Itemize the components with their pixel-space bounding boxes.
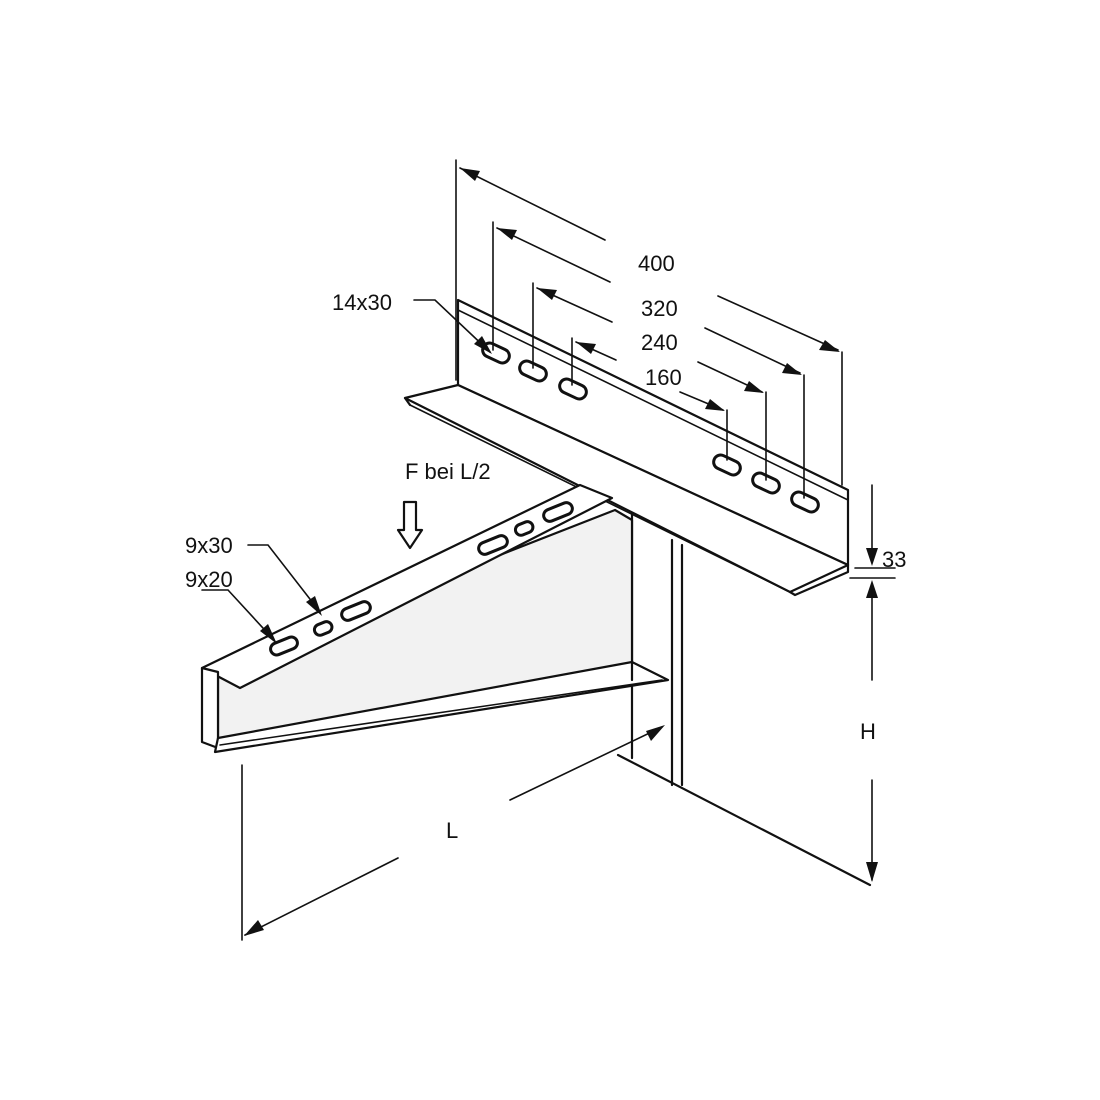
arm-slot-9x30 bbox=[340, 600, 372, 622]
dim-line-l-b bbox=[509, 726, 663, 801]
dim-line-400-b bbox=[717, 295, 839, 351]
arrow-head bbox=[244, 920, 264, 936]
arrow-head bbox=[866, 548, 878, 566]
arrow-head bbox=[866, 862, 878, 882]
arrow-head bbox=[744, 381, 764, 393]
arm-slot-9x30 bbox=[477, 534, 509, 556]
arm-bottom-inner-edge bbox=[219, 679, 663, 746]
load-arrow-icon bbox=[396, 500, 424, 550]
plate-slot bbox=[712, 453, 742, 477]
arrow-head bbox=[460, 168, 480, 181]
arrow-head bbox=[866, 580, 878, 598]
arm-top-flange bbox=[200, 483, 614, 690]
dim-line-400-a bbox=[459, 167, 606, 241]
plate-slot bbox=[751, 471, 781, 495]
label-320: 320 bbox=[641, 296, 678, 321]
dim-line-l-a bbox=[244, 857, 399, 936]
leader-lines bbox=[201, 299, 492, 644]
label-240: 240 bbox=[641, 330, 678, 355]
arrow-head bbox=[576, 342, 596, 354]
cantilever-arm bbox=[200, 483, 670, 754]
leader-9x20 bbox=[201, 589, 275, 641]
plate-top-inner-edge bbox=[457, 309, 849, 501]
leader-14x30 bbox=[413, 299, 491, 353]
plate-right-corner bbox=[788, 563, 850, 597]
label-l: L bbox=[446, 818, 458, 843]
arrow-head bbox=[306, 596, 322, 616]
plate-front-corner bbox=[403, 396, 412, 407]
wall-bottom-edge bbox=[616, 753, 872, 887]
label-h: H bbox=[860, 719, 876, 744]
arrow-head bbox=[819, 340, 840, 352]
arrow-head bbox=[474, 336, 492, 354]
dim-line-320-b bbox=[704, 327, 801, 374]
dim-line-320-a bbox=[496, 227, 611, 283]
label-9x20: 9x20 bbox=[185, 567, 233, 592]
mounting-plate bbox=[403, 298, 850, 597]
plate-slot bbox=[558, 377, 588, 401]
label-160: 160 bbox=[645, 365, 682, 390]
arrow-head bbox=[260, 624, 277, 644]
label-9x30: 9x30 bbox=[185, 533, 233, 558]
arm-end-face bbox=[200, 666, 220, 750]
load-arrow bbox=[396, 500, 424, 550]
label-14x30: 14x30 bbox=[332, 290, 392, 315]
arm-slot-9x30 bbox=[542, 501, 574, 523]
plate-slot bbox=[790, 490, 820, 514]
arm-slot-9x20 bbox=[312, 620, 334, 637]
dim-h bbox=[866, 589, 878, 882]
dim-l bbox=[241, 725, 665, 941]
dim-33 bbox=[849, 484, 896, 598]
arm-slot-9x20 bbox=[269, 635, 299, 657]
arrow-head bbox=[782, 363, 802, 375]
arrow-head bbox=[537, 288, 557, 300]
leader-9x30 bbox=[247, 544, 321, 613]
arrow-head bbox=[497, 228, 517, 240]
arrow-head bbox=[705, 399, 725, 411]
label-33: 33 bbox=[882, 547, 906, 572]
label-400: 400 bbox=[638, 251, 675, 276]
arm-slot-9x20 bbox=[513, 520, 535, 537]
top-dimensions bbox=[455, 159, 843, 499]
arrow-head bbox=[646, 725, 665, 741]
labels: 400 320 240 160 33 H L 14x30 9x30 9x20 F… bbox=[185, 251, 906, 843]
plate-slot bbox=[518, 359, 548, 383]
label-load: F bei L/2 bbox=[405, 459, 491, 484]
